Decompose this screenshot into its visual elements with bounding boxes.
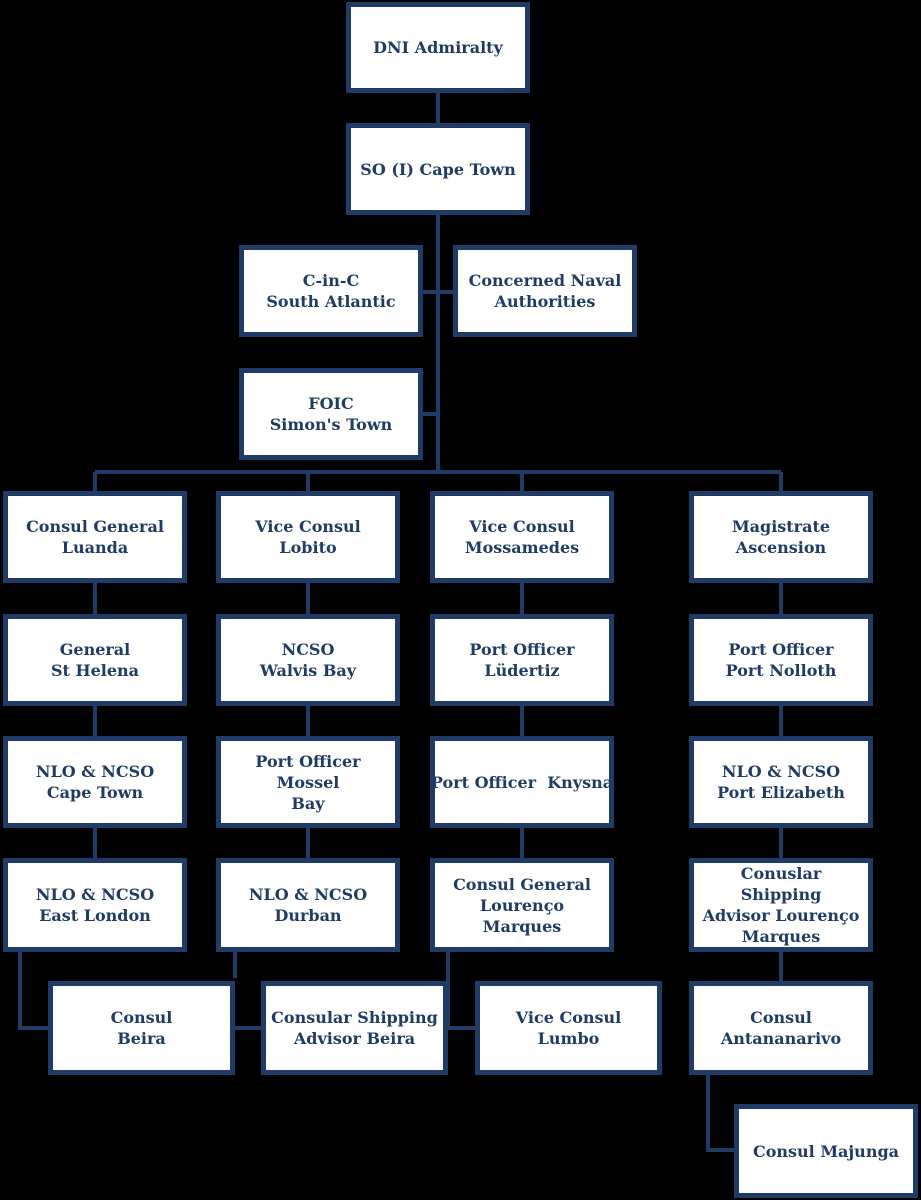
connector-line — [18, 952, 48, 1030]
node-dni-admiralty: DNI Admiralty — [346, 2, 530, 93]
node-port-officer-knysna: Port Officer Knysna — [430, 736, 614, 828]
node-consul-majunga: Consul Majunga — [734, 1104, 918, 1198]
node-vice-consul-lobito: Vice Consul Lobito — [216, 491, 400, 583]
node-magistrate-ascension: Magistrate Ascension — [689, 491, 873, 583]
node-consul-beira: Consul Beira — [48, 981, 235, 1075]
node-consul-general-luanda: Consul General Luanda — [3, 491, 187, 583]
node-consular-shipping-advisor-beira: Consular Shipping Advisor Beira — [261, 981, 448, 1075]
node-ncso-walvis-bay: NCSO Walvis Bay — [216, 614, 400, 706]
node-consul-antananarivo: Consul Antananarivo — [689, 981, 873, 1075]
connector-line — [706, 1075, 734, 1152]
node-consul-general-lourenco-marques: Consul General Lourenço Marques — [430, 858, 614, 952]
node-so-cape-town: SO (I) Cape Town — [346, 123, 530, 215]
node-port-officer-mossel-bay: Port Officer Mossel Bay — [216, 736, 400, 828]
node-nlo-ncso-durban: NLO & NCSO Durban — [216, 858, 400, 952]
node-vice-consul-mossamedes: Vice Consul Mossamedes — [430, 491, 614, 583]
node-foic-simons-town: FOIC Simon's Town — [239, 368, 423, 460]
node-nlo-ncso-east-london: NLO & NCSO East London — [3, 858, 187, 952]
node-port-officer-ludertiz: Port Officer Lüdertiz — [430, 614, 614, 706]
node-nlo-ncso-cape-town: NLO & NCSO Cape Town — [3, 736, 187, 828]
node-nlo-ncso-port-elizabeth: NLO & NCSO Port Elizabeth — [689, 736, 873, 828]
node-vice-consul-lumbo: Vice Consul Lumbo — [475, 981, 662, 1075]
node-concerned-naval-authorities: Concerned Naval Authorities — [453, 245, 637, 337]
node-cinc-south-atlantic: C-in-C South Atlantic — [239, 245, 423, 337]
node-port-officer-port-nolloth: Port Officer Port Nolloth — [689, 614, 873, 706]
node-consular-shipping-advisor-lourenco-marques: Conuslar Shipping Advisor Lourenço Marqu… — [689, 858, 873, 952]
connector-line — [446, 952, 475, 1030]
node-general-st-helena: General St Helena — [3, 614, 187, 706]
